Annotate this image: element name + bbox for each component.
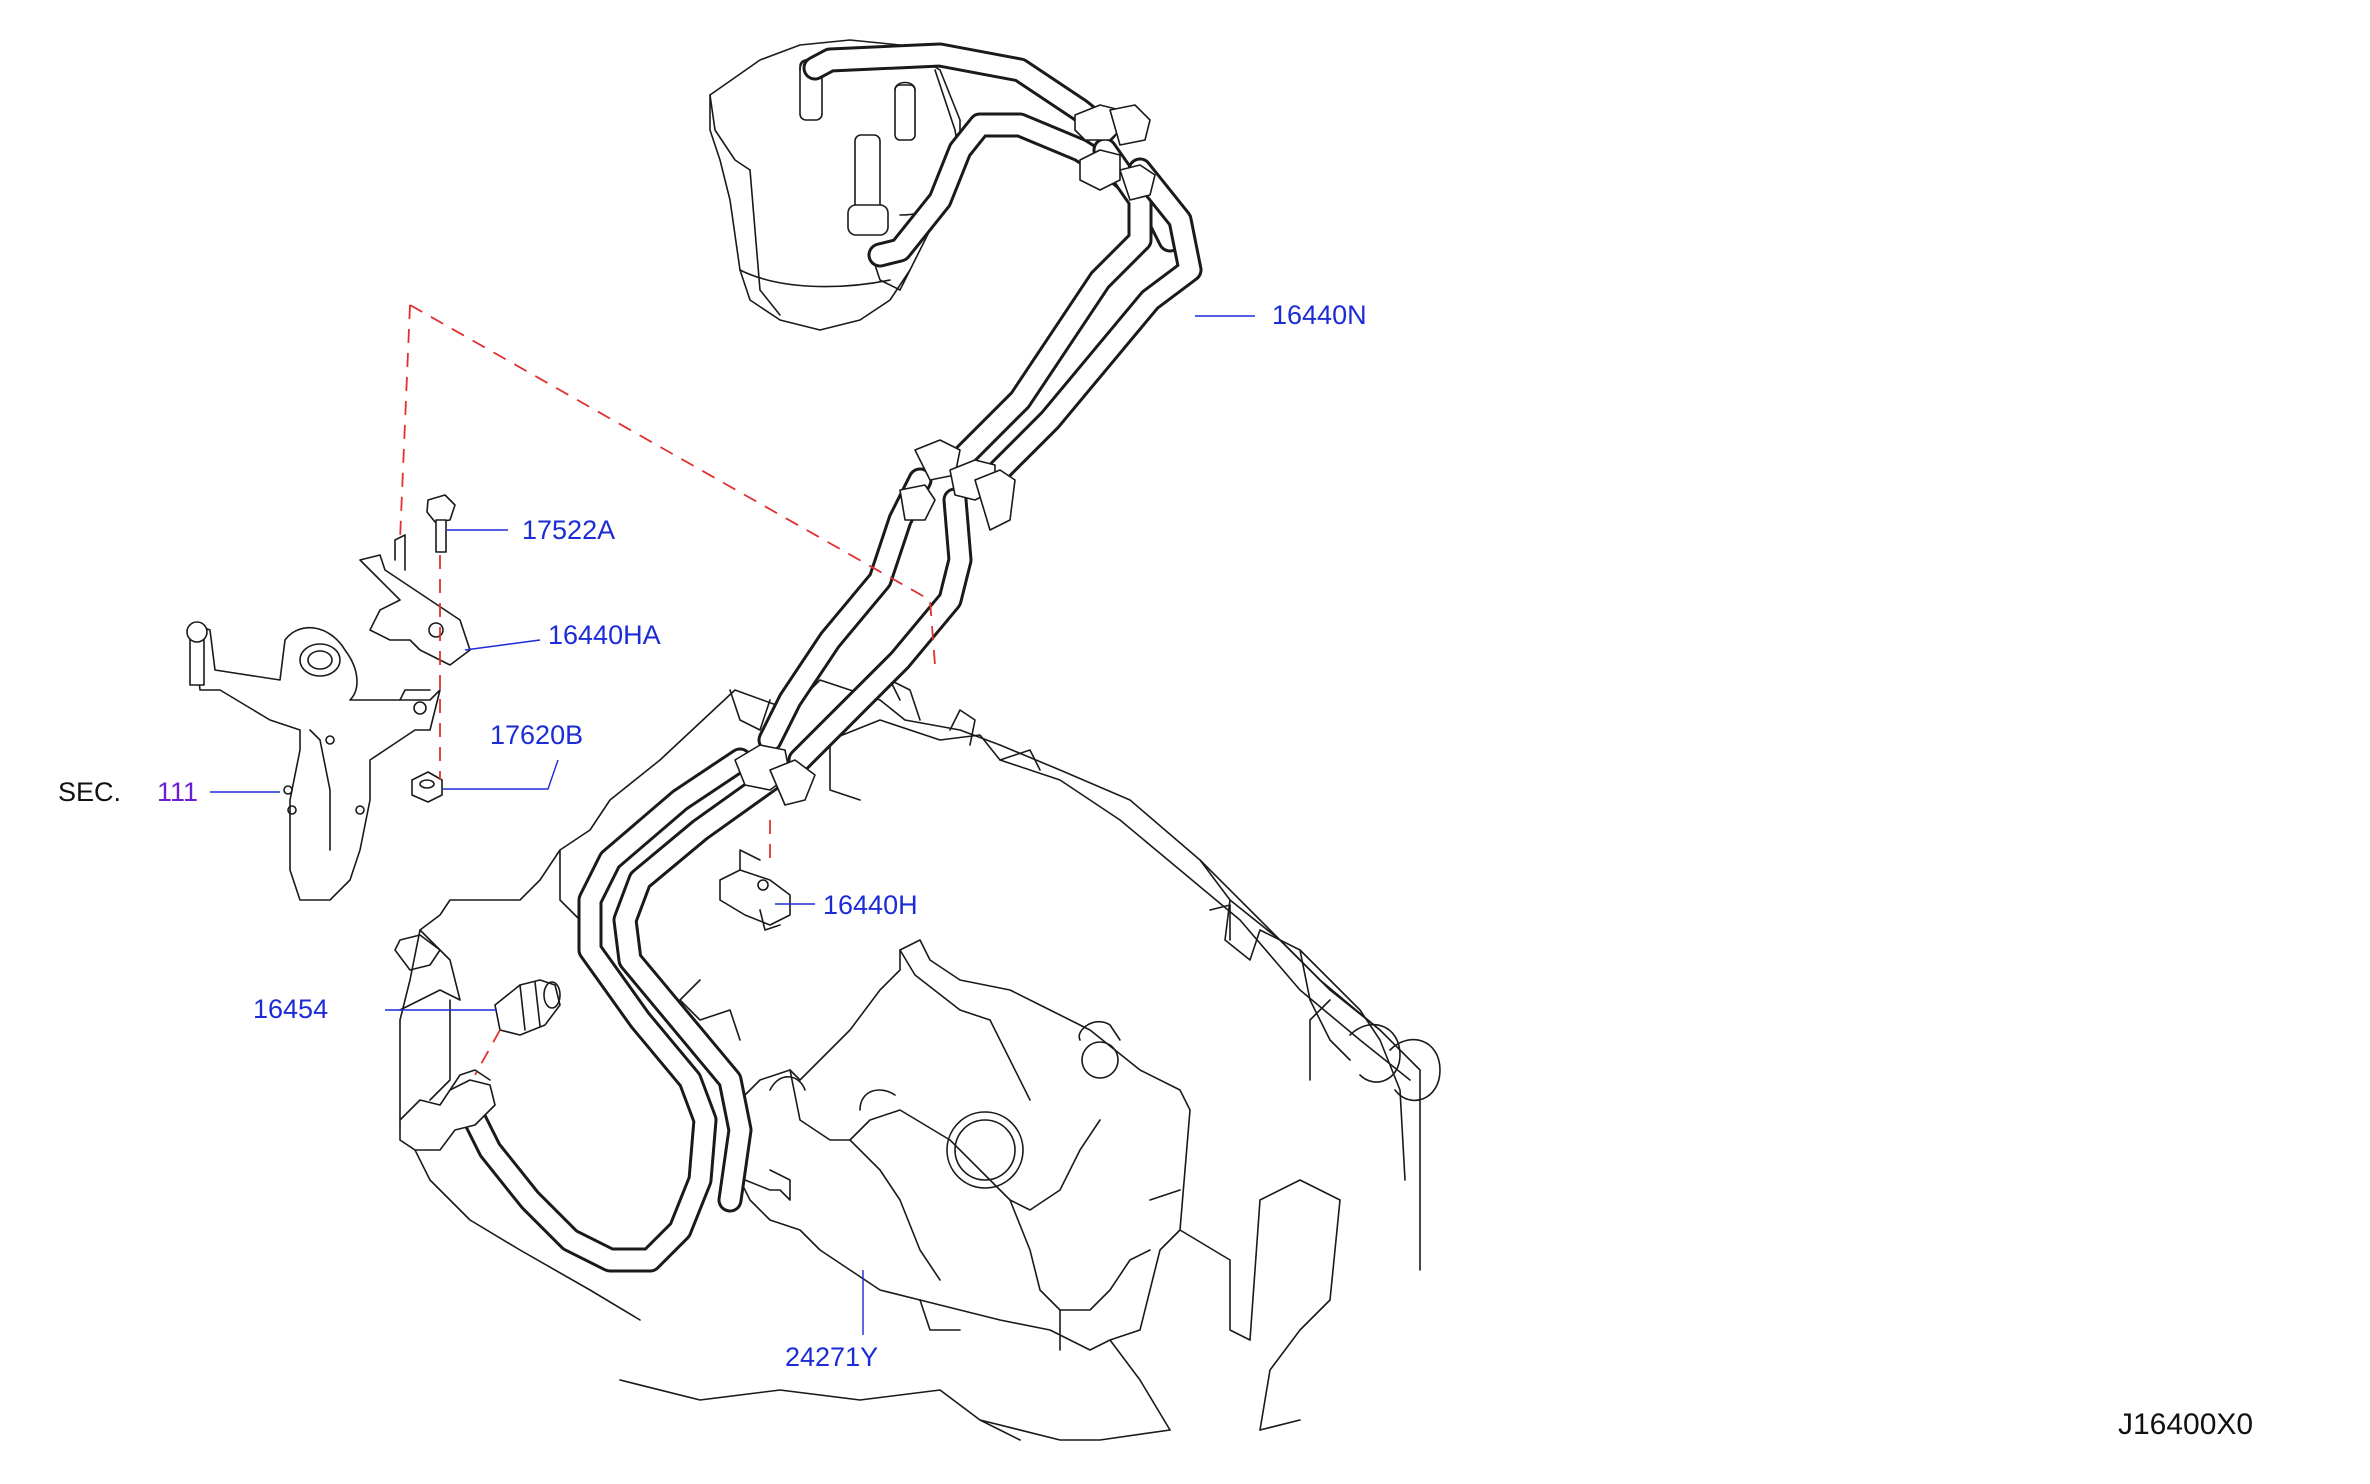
fuel-filter	[709, 39, 961, 331]
nut-17620B	[411, 771, 443, 803]
callout-16440N: 16440N	[1272, 300, 1367, 330]
hidden-lines	[399, 304, 936, 1076]
callout-17522A: 17522A	[522, 515, 616, 545]
intake-cover	[739, 939, 1191, 1351]
callout-16440H: 16440H	[823, 890, 918, 920]
diagram-code: J16400X0	[2118, 1408, 2254, 1441]
callout-16454: 16454	[253, 994, 329, 1024]
bracket-16440HA	[359, 534, 471, 666]
fuel-hoses	[457, 42, 1203, 1273]
sensor-16454	[494, 979, 561, 1036]
bolt-17522A	[426, 494, 456, 553]
section-ref-111[interactable]: 111	[157, 777, 199, 807]
callout-17620B: 17620B	[490, 720, 584, 750]
sec-111-bracket	[186, 621, 441, 901]
section-prefix: SEC.	[58, 777, 122, 807]
pipe-fitting	[394, 934, 496, 1151]
hose-connectors	[734, 104, 1156, 806]
callout-16440HA: 16440HA	[548, 620, 661, 650]
clip-16440H	[719, 849, 791, 931]
leader-lines	[210, 315, 1255, 1335]
callout-24271Y: 24271Y	[785, 1342, 879, 1372]
